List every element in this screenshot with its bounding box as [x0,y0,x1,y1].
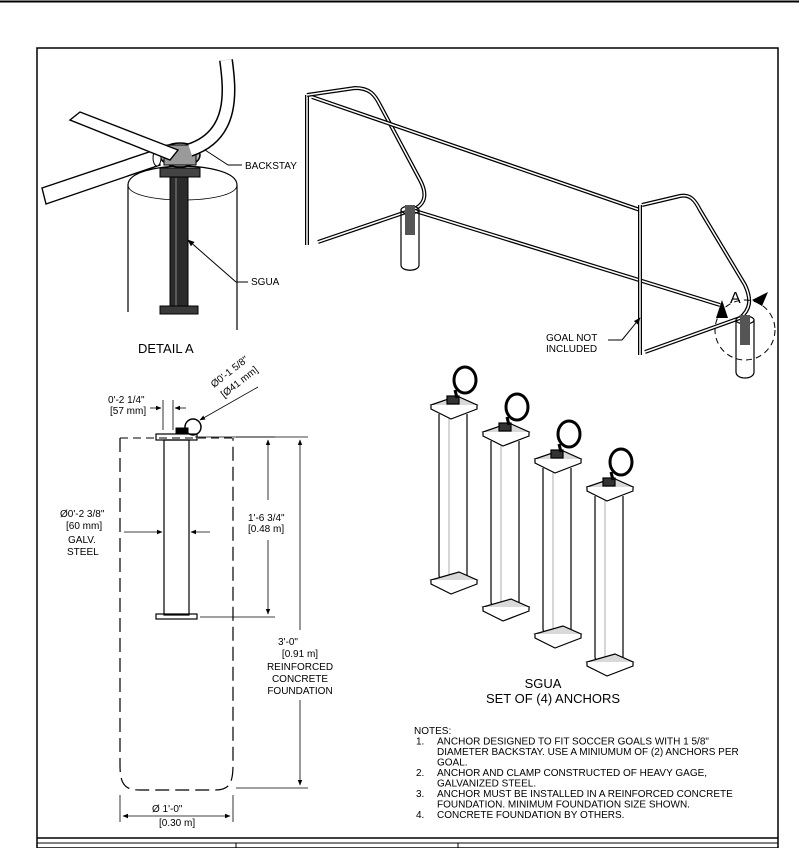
material-line2: STEEL [67,547,99,558]
notes-block: NOTES:1. ANCHOR DESIGNED TO FIT SOCCER GO… [414,726,739,821]
note-2-line-2: GALVANIZED STEEL. [437,779,536,790]
sgua-label: SGUA [251,277,280,288]
foundation-width-line2: [0.30 m] [159,818,195,829]
notes-heading: NOTES: [414,726,451,737]
anchors-set-illustration [429,365,635,677]
section-drawing [119,386,308,822]
anchor-1 [429,365,479,595]
note-1-number: 1. [416,737,424,748]
foundation-depth-line2: [0.91 m] [282,649,318,660]
note-4-number: 4. [416,810,424,821]
post-diameter-line2: [60 mm] [66,521,102,532]
callout-arrow-left [716,300,728,318]
sheet-border [36,47,779,848]
note-3-line-1: ANCHOR MUST BE INSTALLED IN A REINFORCED… [437,789,733,800]
post-length-line2: [0.48 m] [248,524,284,535]
goal-not-included-line1: GOAL NOT [546,333,597,344]
anchors-set-title-line1: SGUA [525,676,562,691]
note-1-line-1: ANCHOR DESIGNED TO FIT SOCCER GOALS WITH… [437,737,709,748]
anchors-set-title-line2: SET OF (4) ANCHORS [486,691,620,706]
anchor-2 [481,392,531,622]
post-length-line1: 1'-6 3/4" [248,513,285,524]
note-3-line-2: FOUNDATION. MINIMUM FOUNDATION SIZE SHOW… [437,800,690,811]
plate-width-line1: 0'-2 1/4" [108,395,145,406]
note-2-number: 2. [416,768,424,779]
note-4-line-1: CONCRETE FOUNDATION BY OTHERS. [437,810,624,821]
anchor-4 [585,447,635,677]
goal-frame-illustration [305,85,776,379]
backstay-label: BACKSTAY [245,161,297,172]
anchor-3 [533,419,583,649]
detail-a-illustration [41,59,248,330]
foundation-desc-line3: FOUNDATION [267,686,332,697]
goal-not-included-line2: INCLUDED [546,344,597,355]
plate-width-line2: [57 mm] [110,406,146,417]
callout-arrow-right [752,292,768,306]
note-2-line-1: ANCHOR AND CLAMP CONSTRUCTED OF HEAVY GA… [437,768,707,779]
post-diameter-line1: Ø0'-2 3/8" [60,509,105,520]
foundation-desc-line2: CONCRETE [272,674,328,685]
foundation-depth-line1: 3'-0" [278,637,298,648]
foundation-width-line1: Ø 1'-0" [152,804,183,815]
note-1-line-2: DIAMETER BACKSTAY. USE A MINIUMUM OF (2)… [437,747,739,758]
foundation-desc-line1: REINFORCED [267,662,333,673]
material-line1: GALV. [68,535,96,546]
note-3-number: 3. [416,789,424,800]
note-1-line-3: GOAL. [437,758,468,769]
detail-a-title: DETAIL A [138,341,194,356]
detail-callout-a: A [730,290,741,307]
